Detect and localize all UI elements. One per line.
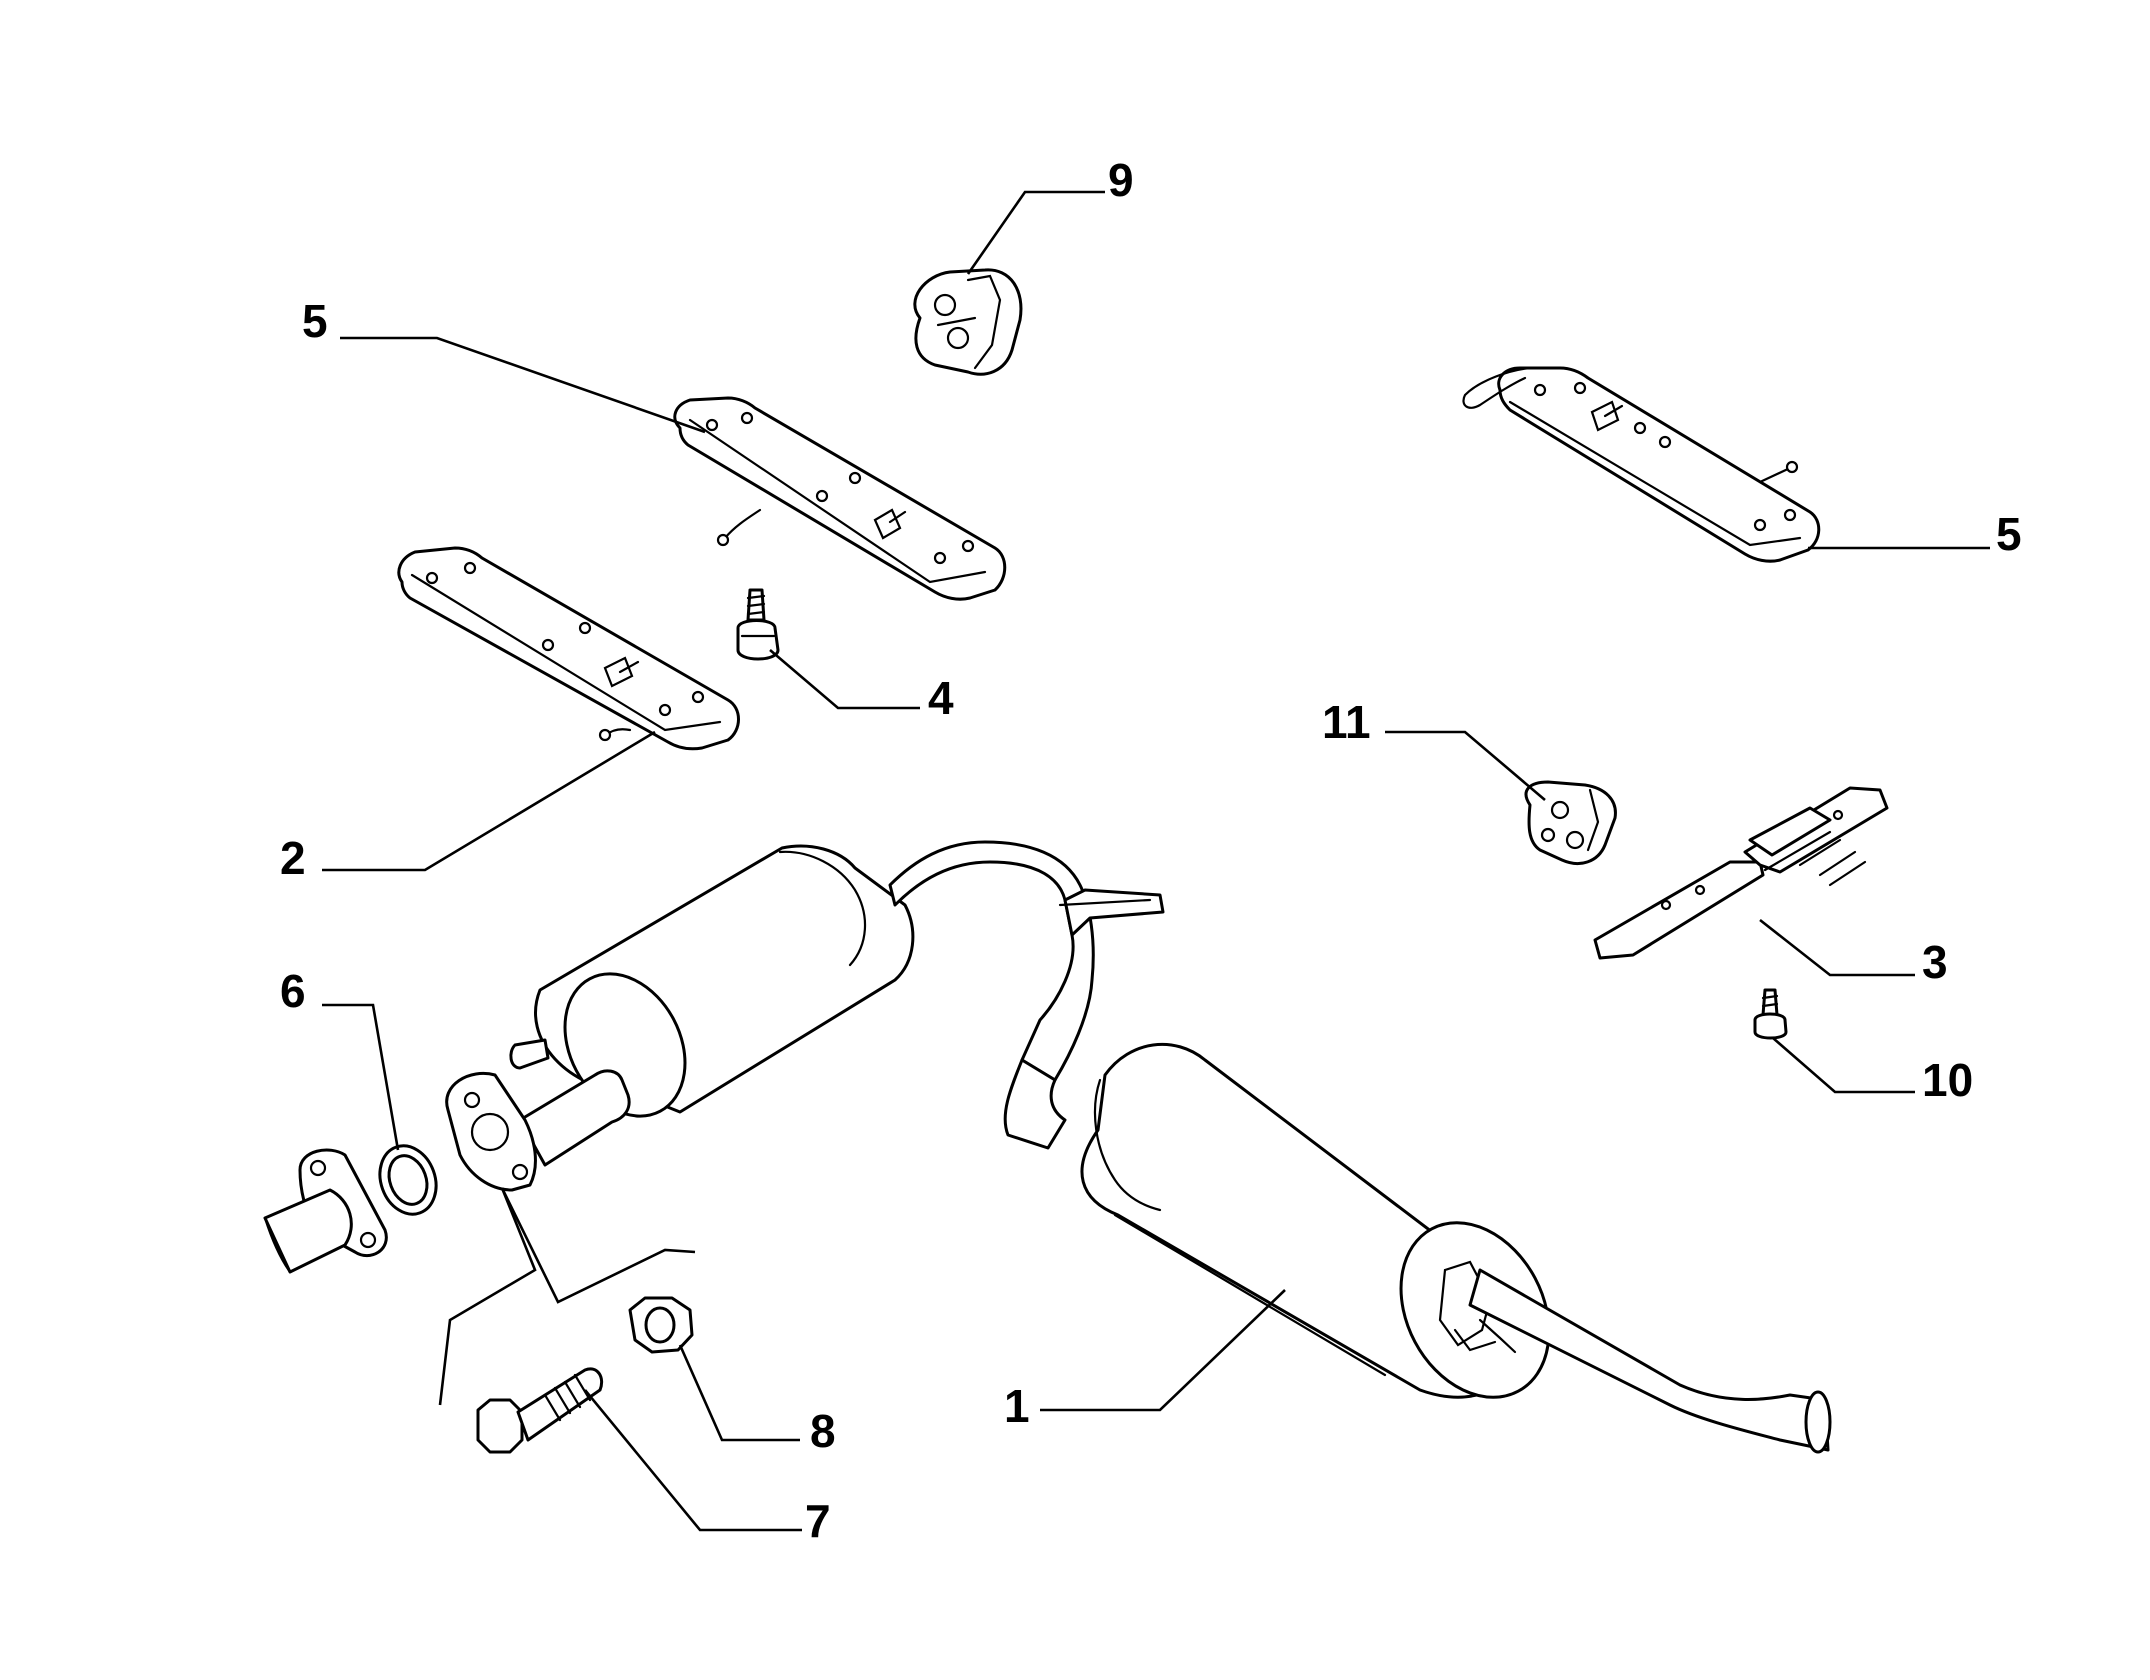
leader-3 — [1759, 918, 1915, 977]
callout-8: 8 — [810, 1405, 836, 1457]
callout-labels: 9 5 4 5 2 11 3 10 6 1 8 7 — [280, 154, 2022, 1547]
part-9-rubber-hanger[interactable] — [913, 268, 1023, 376]
callout-9: 9 — [1108, 154, 1134, 206]
leader-lines — [322, 190, 1990, 1532]
part-7-bolt[interactable] — [476, 1367, 604, 1454]
part-10-screw[interactable] — [1753, 988, 1788, 1040]
leader-5-left — [340, 336, 706, 434]
leader-8 — [678, 1344, 800, 1442]
leader-2 — [322, 730, 656, 872]
callout-7: 7 — [805, 1495, 831, 1547]
leader-6 — [322, 1003, 400, 1151]
part-8-nut[interactable] — [628, 1296, 694, 1354]
callout-2: 2 — [280, 832, 306, 884]
part-4-stud-bolt[interactable] — [736, 588, 780, 661]
downpipe-flange — [263, 1148, 388, 1274]
part-5-heat-shield-left[interactable] — [673, 396, 1007, 601]
part-6-gasket[interactable] — [371, 1138, 446, 1222]
leader-7 — [583, 1389, 802, 1532]
inlet-flange — [445, 1072, 537, 1192]
part-11-rubber-hanger[interactable] — [1524, 780, 1617, 865]
part-1-rear-silencer-assembly[interactable] — [509, 840, 1832, 1454]
leader-flange-bolt — [438, 1187, 537, 1406]
callout-5-right: 5 — [1996, 508, 2022, 560]
leader-flange-nut — [500, 1187, 696, 1304]
callout-11: 11 — [1322, 696, 1371, 748]
callout-10: 10 — [1922, 1054, 1973, 1106]
part-3-bracket[interactable] — [1593, 786, 1889, 960]
leader-1 — [1040, 1289, 1286, 1412]
leader-4 — [769, 649, 920, 710]
callout-5-left: 5 — [302, 295, 328, 347]
leader-9 — [966, 190, 1105, 275]
callout-6: 6 — [280, 965, 306, 1017]
callout-4: 4 — [928, 672, 954, 724]
leader-11 — [1385, 730, 1546, 801]
leader-10 — [1772, 1037, 1915, 1094]
callout-3: 3 — [1922, 936, 1948, 988]
part-2-heat-shield[interactable] — [397, 546, 740, 751]
part-5-heat-shield-right[interactable] — [1462, 366, 1821, 563]
callout-1: 1 — [1004, 1380, 1030, 1432]
